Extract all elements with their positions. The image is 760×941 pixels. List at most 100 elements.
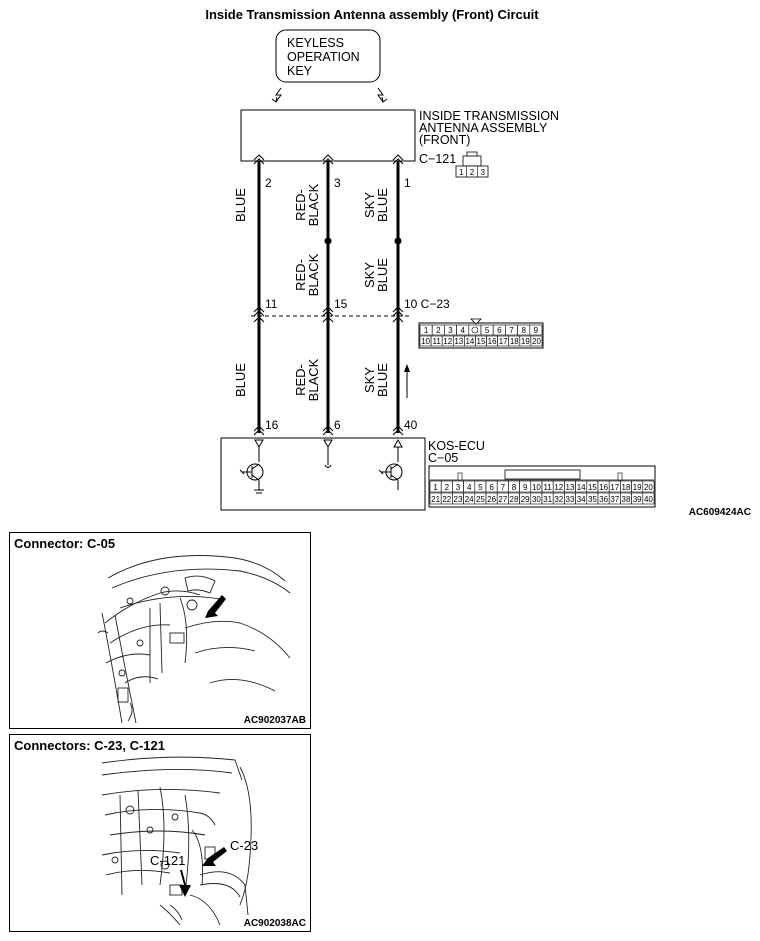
wire-color-label: BLACK <box>306 358 321 401</box>
c05-pin: 1 <box>433 483 438 492</box>
c23-pin: 16 <box>488 337 497 346</box>
c05-pin: 34 <box>577 495 586 504</box>
pin-number: 16 <box>265 418 279 432</box>
c05-pin: 21 <box>431 495 440 504</box>
dashboard-illustration <box>97 555 291 724</box>
connector-c05-panel: Connector: C-05 AC902037AB <box>9 532 311 729</box>
wireless-signal-icon-right <box>377 87 388 103</box>
wire-color-label: SKY <box>362 367 377 393</box>
terminal-marks <box>253 154 404 436</box>
antenna-label-line2: ANTENNA ASSEMBLY <box>419 121 548 135</box>
antenna-connector-name: C−121 <box>419 152 456 166</box>
c05-pin: 7 <box>501 483 506 492</box>
ecu-label: KOS-ECU <box>428 439 485 453</box>
c05-pin: 28 <box>510 495 519 504</box>
c121-pin: 1 <box>459 168 464 177</box>
c23-key-mark <box>471 326 479 334</box>
wire-red-black <box>324 161 332 433</box>
c23-pin: 4 <box>460 326 465 335</box>
c05-pin: 2 <box>445 483 450 492</box>
c23-pin: 9 <box>534 326 539 335</box>
c05-pin: 30 <box>532 495 541 504</box>
c23-pin: 11 <box>432 337 441 346</box>
callout-c23: C-23 <box>230 838 258 853</box>
c121-pin: 2 <box>470 168 475 177</box>
panel-title: Connector: C-05 <box>14 536 116 551</box>
c23-pin: 12 <box>443 337 452 346</box>
keyless-key-line2: OPERATION <box>287 50 360 64</box>
c05-pin: 19 <box>633 483 642 492</box>
c05-cell <box>642 480 655 493</box>
c23-pin: 17 <box>499 337 508 346</box>
wire-color-label: SKY <box>362 192 377 218</box>
wire-color-label: RED- <box>293 189 308 221</box>
splice-point <box>394 237 402 245</box>
ecu-internal-circuit <box>239 438 403 494</box>
wire-color-label: RED- <box>293 364 308 396</box>
c23-pin: 18 <box>510 337 519 346</box>
c05-pin: 38 <box>622 495 631 504</box>
panel-code: AC902037AB <box>243 715 306 726</box>
c05-pin: 24 <box>465 495 474 504</box>
c23-pin: 19 <box>521 337 530 346</box>
c05-pin: 36 <box>599 495 608 504</box>
c05-pin: 18 <box>622 483 631 492</box>
connector-c23-c121-panel: C-23 C-121 Connectors: C-23, C-121 AC902… <box>9 734 311 932</box>
c05-pin: 14 <box>577 483 586 492</box>
c05-pin: 11 <box>543 483 552 492</box>
c23-pin: 14 <box>465 337 474 346</box>
c23-pin: 8 <box>521 326 526 335</box>
c05-pin: 17 <box>610 483 619 492</box>
c05-pin: 37 <box>610 495 619 504</box>
c05-pin: 15 <box>588 483 597 492</box>
c05-pin: 8 <box>512 483 517 492</box>
c23-cell <box>530 335 543 347</box>
wire-sky-blue <box>394 161 402 433</box>
wire-color-label: BLUE <box>375 258 390 292</box>
c23-pin: 13 <box>454 337 463 346</box>
signal-direction-arrow-icon <box>404 364 410 398</box>
c05-pin: 35 <box>588 495 597 504</box>
c05-pin: 22 <box>442 495 451 504</box>
antenna-assembly-box <box>240 109 416 162</box>
c23-connector-name: 10 C−23 <box>404 297 450 311</box>
ecu-connector-name: C−05 <box>428 451 458 465</box>
c121-pointer-arrow-icon <box>179 870 191 897</box>
c23-pin: 1 <box>424 326 429 335</box>
diagram-title: Inside Transmission Antenna assembly (Fr… <box>205 7 539 22</box>
diagram-code: AC609424AC <box>689 507 751 518</box>
c05-pin: 23 <box>454 495 463 504</box>
pin-number: 40 <box>404 418 418 432</box>
c05-pin: 32 <box>554 495 563 504</box>
antenna-label-line1: INSIDE TRANSMISSION <box>419 109 559 123</box>
pin-number: 2 <box>265 176 272 190</box>
keyless-key-line3: KEY <box>287 64 313 78</box>
wire-color-label: BLUE <box>375 188 390 222</box>
c05-pin: 5 <box>478 483 483 492</box>
antenna-label-line3: (FRONT) <box>419 133 470 147</box>
c05-pin: 39 <box>633 495 642 504</box>
keyless-key-box <box>275 29 381 83</box>
c05-pin: 4 <box>467 483 472 492</box>
c23-pin: 15 <box>477 337 486 346</box>
c05-pin: 29 <box>521 495 530 504</box>
c05-pin: 6 <box>489 483 494 492</box>
c23-cell <box>529 324 543 336</box>
panel-code: AC902038AC <box>243 918 306 929</box>
c23-pin: 2 <box>436 326 441 335</box>
c05-pin: 20 <box>644 483 653 492</box>
c05-pin: 10 <box>532 483 541 492</box>
c05-pin: 12 <box>554 483 563 492</box>
panel-title: Connectors: C-23, C-121 <box>14 738 165 753</box>
c05-pin: 26 <box>487 495 496 504</box>
wire-color-label: BLUE <box>233 363 248 397</box>
c23-pin: 20 <box>532 337 541 346</box>
c05-pin: 33 <box>566 495 575 504</box>
wire-color-label: RED- <box>293 259 308 291</box>
c23-pin: 7 <box>509 326 514 335</box>
pin-number: 11 <box>265 297 278 311</box>
dashboard-illustration: C-23 C-121 <box>101 756 258 926</box>
pin-number: 3 <box>334 176 341 190</box>
c05-pin: 40 <box>644 495 653 504</box>
